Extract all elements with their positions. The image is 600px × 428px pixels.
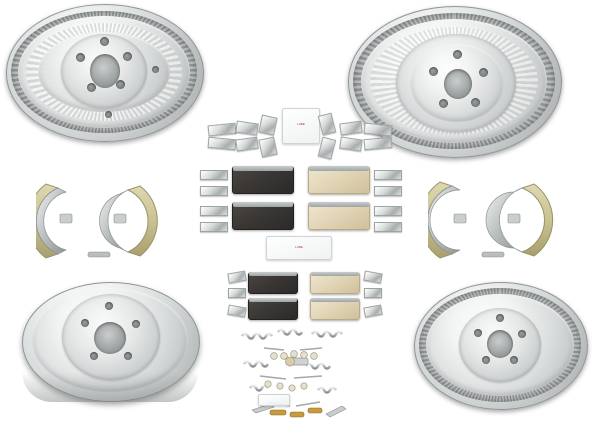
hardware-kit-tag <box>258 394 290 406</box>
retainer-clip <box>264 350 318 392</box>
part-lube-packet-middle: LUBE <box>266 236 332 260</box>
star-adjuster <box>285 356 309 367</box>
part-rear-rotor <box>414 282 588 410</box>
lever-arm <box>251 403 347 418</box>
lube-packet-text: LUBE <box>295 245 303 249</box>
pad-front-semi-metallic <box>232 166 294 194</box>
pad-rear-semi-metallic <box>248 298 298 320</box>
hardware-clip <box>339 120 363 136</box>
part-lube-packet-upper: LUBE <box>282 108 320 144</box>
hardware-clip <box>363 136 393 151</box>
hardware-clip <box>363 270 383 284</box>
hardware-clip <box>364 288 382 298</box>
hardware-clip <box>200 206 228 216</box>
pad-rear-semi-metallic <box>248 272 298 294</box>
hardware-clip <box>363 304 383 318</box>
group-rear-pad-side-clips <box>227 268 383 324</box>
group-front-pads <box>232 166 370 232</box>
pad-front-semi-metallic <box>232 202 294 230</box>
hardware-clip <box>258 114 278 136</box>
return-spring <box>240 328 344 394</box>
hardware-clip <box>235 120 259 136</box>
hardware-clip <box>200 170 228 180</box>
hardware-clip <box>363 122 393 137</box>
hardware-clip <box>227 304 247 318</box>
hardware-clip <box>374 170 402 180</box>
pad-rear-ceramic <box>310 298 360 320</box>
hardware-clip <box>200 186 228 196</box>
part-parking-shoes-right <box>428 164 556 276</box>
pad-front-ceramic <box>308 202 370 230</box>
group-shoe-hardware-kit <box>234 322 364 422</box>
group-rear-pads <box>248 272 360 320</box>
part-parking-shoes-left <box>36 166 164 276</box>
hardware-clip <box>227 270 247 284</box>
part-rear-drum <box>22 276 200 408</box>
hardware-clip <box>258 136 278 158</box>
hardware-clip <box>374 206 402 216</box>
pad-rear-ceramic <box>310 272 360 294</box>
hardware-clip <box>228 288 246 298</box>
hardware-clip <box>317 136 337 160</box>
hardware-clip <box>207 122 237 137</box>
group-front-pad-side-clips <box>200 164 402 236</box>
hold-down-pin <box>259 347 323 407</box>
hardware-clip <box>207 136 237 151</box>
pad-front-ceramic <box>308 166 370 194</box>
hardware-clip <box>339 136 363 152</box>
brass-pin <box>269 407 323 418</box>
part-front-rotor-left <box>6 4 204 142</box>
hardware-clip <box>374 186 402 196</box>
hardware-clip <box>374 222 402 232</box>
hardware-clip <box>235 136 259 152</box>
hardware-clip <box>200 222 228 232</box>
group-front-hardware-clips: LUBE <box>206 108 394 164</box>
hardware-clip <box>317 112 337 136</box>
lube-packet-text: LUBE <box>297 122 305 126</box>
